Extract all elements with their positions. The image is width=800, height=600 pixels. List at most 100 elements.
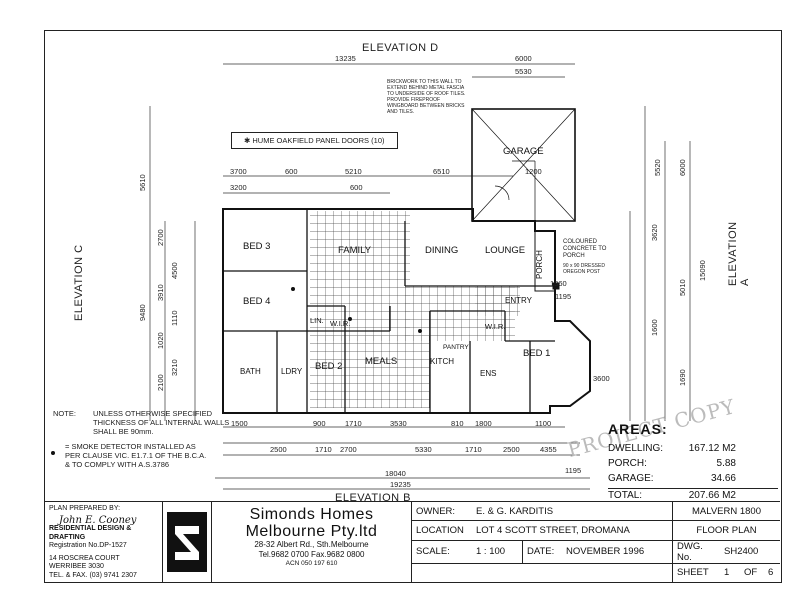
area-row-total: TOTAL: 207.66 M2 (608, 488, 778, 505)
svg-text:2500: 2500 (270, 445, 287, 454)
svg-text:2100: 2100 (156, 374, 165, 391)
dimension-lines (149, 63, 691, 490)
svg-text:KITCH: KITCH (430, 357, 454, 366)
svg-text:3620: 3620 (650, 224, 659, 241)
svg-text:MEALS: MEALS (365, 356, 397, 367)
svg-text:1100: 1100 (535, 419, 551, 428)
svg-text:1690: 1690 (678, 369, 687, 386)
svg-text:9480: 9480 (138, 304, 147, 321)
coloured-concrete-note: COLOURED CONCRETE TO PORCH (563, 239, 607, 259)
svg-text:5010: 5010 (678, 279, 687, 296)
svg-text:BED 3: BED 3 (243, 241, 270, 252)
svg-text:1360: 1360 (550, 279, 567, 288)
svg-text:6510: 6510 (433, 167, 450, 176)
note-star-icon: ✱ (244, 136, 253, 145)
svg-text:1710: 1710 (315, 445, 332, 454)
smoke-detectors (51, 287, 422, 455)
svg-text:13235: 13235 (335, 54, 356, 63)
company-panel: Simonds Homes Melbourne Pty.ltd 28-32 Al… (212, 502, 412, 582)
elevation-top-label: ELEVATION D (362, 42, 439, 54)
svg-text:FAMILY: FAMILY (338, 245, 372, 256)
svg-text:PANTRY: PANTRY (443, 344, 469, 351)
svg-text:4355: 4355 (540, 445, 557, 454)
svg-text:3200: 3200 (230, 183, 247, 192)
elevation-right-label: ELEVATION A (727, 221, 751, 286)
area-row-porch: PORCH: 5.88 (608, 458, 736, 469)
svg-text:LOUNGE: LOUNGE (485, 245, 525, 256)
svg-text:1195: 1195 (565, 466, 581, 475)
location-row: LOCATION LOT 4 SCOTT STREET, DROMANA FLO… (412, 521, 780, 541)
svg-text:BED 2: BED 2 (315, 361, 342, 372)
svg-text:BED 4: BED 4 (243, 296, 270, 307)
svg-text:DINING: DINING (425, 245, 458, 256)
brickwork-note: BRICKWORK TO THIS WALL TO EXTEND BEHIND … (387, 79, 466, 115)
svg-text:1710: 1710 (465, 445, 482, 454)
svg-text:3600: 3600 (593, 374, 610, 383)
svg-text:1600: 1600 (650, 319, 659, 336)
elevation-left-label: ELEVATION C (73, 244, 85, 321)
svg-text:18040: 18040 (385, 469, 406, 478)
svg-text:3530: 3530 (390, 419, 407, 428)
dimension-text: 13235 6000 5530 3700 600 5210 6510 1200 … (230, 54, 610, 489)
room-labels: BED 3 BED 4 FAMILY DINING LOUNGE GARAGE … (240, 146, 550, 378)
svg-text:1195: 1195 (555, 292, 571, 301)
svg-text:2500: 2500 (503, 445, 520, 454)
general-notes: NOTE: UNLESS OTHERWISE SPECIFIED THICKNE… (53, 409, 230, 469)
title-block: PLAN PREPARED BY: John E. Cooney RESIDEN… (45, 501, 780, 582)
svg-text:900: 900 (313, 419, 326, 428)
svg-text:ENTRY: ENTRY (505, 296, 533, 305)
owner-row: OWNER: E. & G. KARDITIS MALVERN 1800 (412, 502, 780, 522)
vertical-dimension-text: 5610 9480 2700 4500 3910 1110 1020 3210 … (138, 159, 707, 391)
drawing-sheet: 13235 6000 5530 3700 600 5210 6510 1200 … (44, 30, 782, 583)
designer-signature: John E. Cooney (59, 514, 137, 526)
svg-text:ENS: ENS (480, 369, 496, 378)
floor-plan-drawing: 13235 6000 5530 3700 600 5210 6510 1200 … (51, 54, 707, 490)
svg-text:W.I.R.: W.I.R. (330, 319, 350, 328)
svg-text:1500: 1500 (231, 419, 248, 428)
svg-text:5530: 5530 (515, 67, 532, 76)
svg-text:LIN.: LIN. (310, 316, 324, 325)
svg-text:1710: 1710 (345, 419, 362, 428)
areas-title: AREAS: (608, 421, 668, 437)
svg-text:5210: 5210 (345, 167, 362, 176)
svg-text:1200: 1200 (525, 167, 542, 176)
tiled-floor (310, 211, 520, 408)
svg-text:1110: 1110 (170, 310, 179, 326)
svg-text:BED 1: BED 1 (523, 348, 550, 359)
company-logo (163, 502, 212, 582)
svg-text:3700: 3700 (230, 167, 247, 176)
svg-text:600: 600 (285, 167, 298, 176)
prepared-by-panel: PLAN PREPARED BY: John E. Cooney RESIDEN… (45, 502, 163, 582)
sheet-row: SHEET 1 OF 6 (412, 563, 780, 582)
svg-text:2700: 2700 (156, 229, 165, 246)
svg-text:LDRY: LDRY (281, 367, 303, 376)
svg-text:W.I.R.: W.I.R. (485, 322, 505, 331)
garage-outline (471, 108, 576, 222)
svg-text:810: 810 (451, 419, 464, 428)
area-row-dwelling: DWELLING: 167.12 M2 (608, 443, 736, 454)
svg-text:5330: 5330 (415, 445, 432, 454)
svg-text:3210: 3210 (170, 359, 179, 376)
svg-text:1020: 1020 (156, 332, 165, 349)
areas-table: AREAS: DWELLING: 167.12 M2 PORCH: 5.88 G… (608, 421, 778, 505)
dressed-post-note: 90 x 90 DRESSED OREGON POST (563, 263, 605, 275)
drawing-details: OWNER: E. & G. KARDITIS MALVERN 1800 LOC… (412, 502, 780, 582)
svg-text:1800: 1800 (475, 419, 492, 428)
svg-text:5610: 5610 (138, 174, 147, 191)
svg-text:4500: 4500 (170, 262, 179, 279)
scale-row: SCALE: 1 : 100 DATE: NOVEMBER 1996 DWG. … (412, 540, 780, 564)
svg-text:3910: 3910 (156, 284, 165, 301)
svg-text:BATH: BATH (240, 367, 261, 376)
area-row-garage: GARAGE: 34.66 (608, 473, 736, 484)
svg-text:6000: 6000 (678, 159, 687, 176)
svg-text:600: 600 (350, 183, 363, 192)
panel-doors-note: ✱ HUME OAKFIELD PANEL DOORS (10) (231, 132, 398, 149)
porch-outline (534, 230, 560, 292)
simonds-logo-icon (167, 512, 207, 572)
svg-text:19235: 19235 (390, 480, 411, 489)
svg-text:15090: 15090 (698, 260, 707, 281)
house-outline (222, 208, 591, 414)
internal-walls (223, 209, 555, 413)
svg-text:GARAGE: GARAGE (503, 146, 544, 157)
svg-text:2700: 2700 (340, 445, 357, 454)
